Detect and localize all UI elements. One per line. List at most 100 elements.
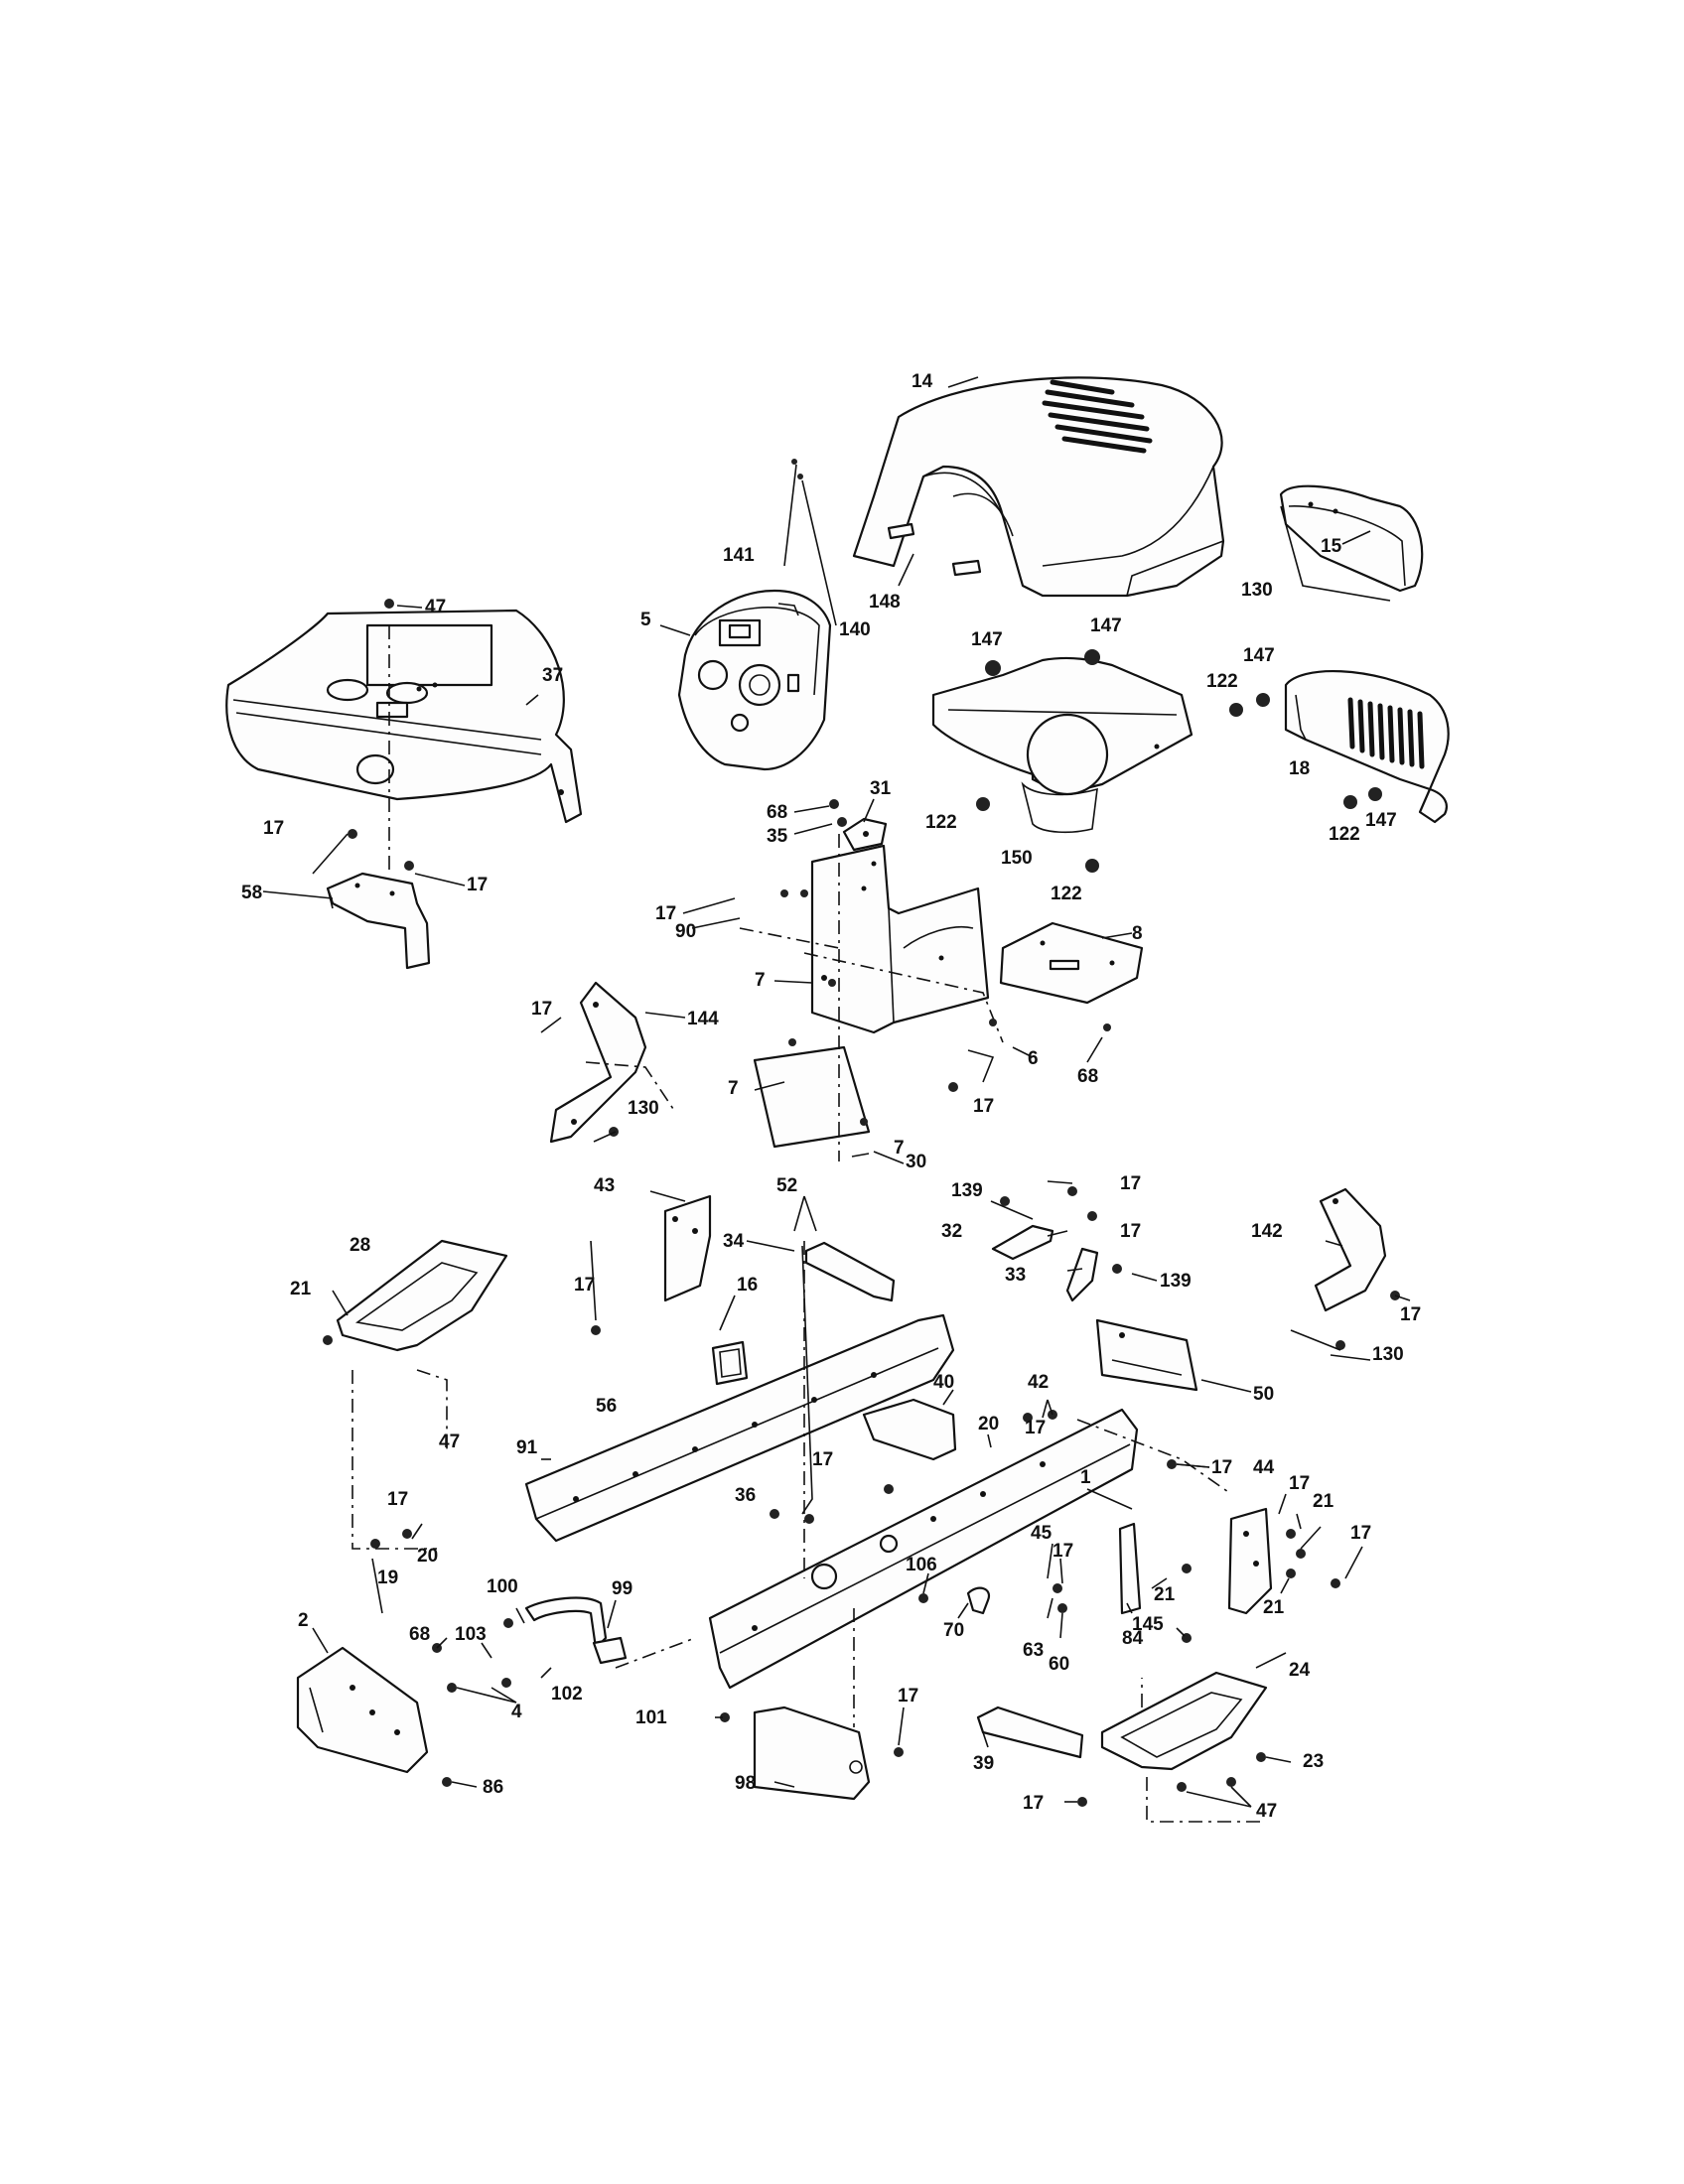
part-43-bracket: [663, 1194, 712, 1302]
callout-17: 17: [1350, 1523, 1371, 1544]
callout-139: 139: [951, 1180, 983, 1201]
callout-17: 17: [973, 1096, 994, 1117]
callout-17: 17: [1120, 1221, 1141, 1242]
callout-102: 102: [551, 1684, 583, 1705]
part-8-plate: [999, 921, 1144, 1005]
callout-17: 17: [263, 818, 284, 839]
part-144-bracket: [549, 981, 647, 1144]
callout-7: 7: [728, 1078, 739, 1099]
callout-17: 17: [1025, 1418, 1046, 1438]
callout-47: 47: [439, 1432, 460, 1452]
callout-68: 68: [409, 1624, 430, 1645]
part-5-dash-console: [677, 589, 832, 771]
part-150-dash-pan: [931, 656, 1193, 834]
callout-130: 130: [1372, 1344, 1404, 1365]
part-30-plate: [753, 1045, 871, 1149]
callout-145: 145: [1132, 1614, 1164, 1635]
part-37-dash-cover: [225, 609, 583, 824]
callout-90: 90: [675, 921, 696, 942]
callout-60: 60: [1049, 1654, 1069, 1675]
callout-122: 122: [925, 812, 957, 833]
callout-7: 7: [894, 1138, 905, 1159]
part-39-bracket: [976, 1706, 1084, 1759]
callout-17: 17: [812, 1449, 833, 1470]
callout-17: 17: [574, 1275, 595, 1296]
callout-122: 122: [1329, 824, 1360, 845]
callout-16: 16: [737, 1275, 758, 1296]
callout-20: 20: [978, 1414, 999, 1434]
callout-6: 6: [1028, 1048, 1039, 1069]
callout-144: 144: [687, 1009, 719, 1029]
callout-17: 17: [898, 1686, 918, 1706]
callout-63: 63: [1023, 1640, 1044, 1661]
callout-45: 45: [1031, 1523, 1052, 1544]
callout-68: 68: [1077, 1066, 1098, 1087]
callout-8: 8: [1132, 923, 1143, 944]
callout-1: 1: [1080, 1467, 1091, 1488]
callout-21: 21: [1154, 1584, 1176, 1605]
hood-vents: [1042, 379, 1153, 454]
callout-19: 19: [377, 1568, 398, 1588]
callout-17: 17: [1052, 1541, 1073, 1562]
callout-7: 7: [755, 970, 766, 991]
callout-147: 147: [1243, 645, 1275, 666]
part-31-bracket: [842, 817, 888, 852]
callout-40: 40: [933, 1372, 954, 1393]
callout-42: 42: [1028, 1372, 1049, 1393]
callout-4: 4: [511, 1702, 522, 1722]
callout-30: 30: [906, 1152, 926, 1172]
callout-84: 84: [1122, 1628, 1144, 1649]
part-91-frame-rail: [524, 1313, 955, 1543]
callout-56: 56: [596, 1396, 617, 1417]
callout-44: 44: [1253, 1457, 1275, 1478]
callout-58: 58: [241, 883, 262, 903]
callout-17: 17: [655, 903, 676, 924]
callout-106: 106: [906, 1555, 937, 1575]
part-40-bracket: [862, 1398, 957, 1461]
callout-18: 18: [1289, 758, 1310, 779]
callout-130: 130: [628, 1098, 659, 1119]
part-6-dash-support: [810, 844, 990, 1034]
callout-47: 47: [425, 597, 446, 617]
part-18-grille: [1284, 669, 1450, 824]
leader-lines: [262, 376, 1411, 1808]
part-142-bracket: [1314, 1187, 1387, 1312]
callout-24: 24: [1289, 1660, 1311, 1681]
callout-34: 34: [723, 1231, 745, 1252]
hardware: [323, 459, 1400, 1807]
part-99-lever: [524, 1596, 628, 1665]
grille-slots: [1347, 697, 1425, 769]
part-15-hood-side: [1279, 484, 1424, 593]
callout-23: 23: [1303, 1751, 1324, 1772]
callout-141: 141: [723, 545, 755, 566]
callout-122: 122: [1206, 671, 1238, 692]
callout-43: 43: [594, 1175, 615, 1196]
callout-98: 98: [735, 1773, 756, 1794]
callout-28: 28: [350, 1235, 370, 1256]
part-1-frame-rail: [708, 1408, 1139, 1690]
callout-2: 2: [298, 1610, 309, 1631]
callout-86: 86: [483, 1777, 503, 1798]
assembly-lines: [351, 625, 1261, 1823]
part-34-bracket: [804, 1241, 896, 1302]
callout-17: 17: [387, 1489, 408, 1510]
callout-17: 17: [1211, 1457, 1232, 1478]
part-58-bracket: [326, 872, 431, 970]
callout-17: 17: [1120, 1173, 1141, 1194]
callout-5: 5: [640, 610, 651, 630]
callout-147: 147: [971, 629, 1003, 650]
callout-17: 17: [1400, 1304, 1421, 1325]
callouts: 14 148 15 130 141 140 5 47 37 147 147 14…: [241, 371, 1421, 1822]
callout-31: 31: [870, 778, 892, 799]
callout-17: 17: [1023, 1793, 1044, 1814]
callout-17: 17: [1289, 1473, 1310, 1494]
part-50-bracket: [1095, 1318, 1198, 1392]
callout-101: 101: [635, 1707, 667, 1728]
callout-148: 148: [869, 592, 901, 613]
callout-33: 33: [1005, 1265, 1026, 1286]
part-44-bracket: [1227, 1507, 1273, 1615]
callout-21: 21: [290, 1279, 312, 1299]
callout-52: 52: [776, 1175, 797, 1196]
part-33-bracket: [1065, 1247, 1099, 1302]
